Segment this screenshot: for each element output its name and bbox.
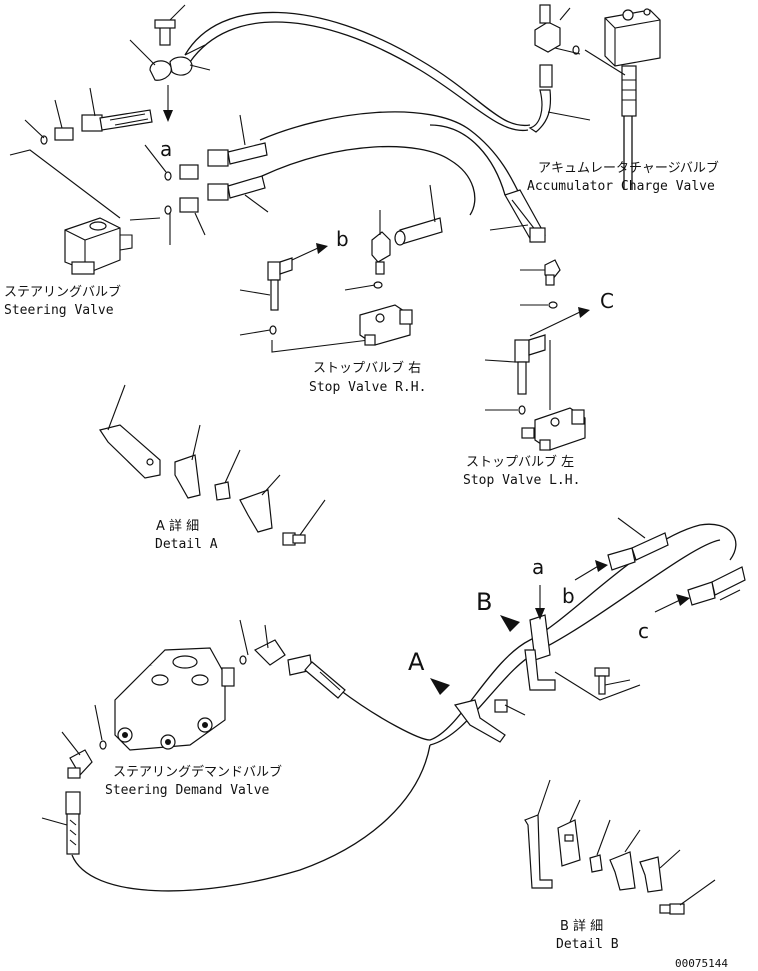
callout-b-top: b bbox=[336, 227, 349, 251]
callout-lower-fittings bbox=[164, 175, 269, 245]
callout-a-fittings bbox=[144, 114, 268, 181]
steering-valve-label-en: Steering Valve bbox=[4, 303, 114, 318]
accumulator-charge-valve bbox=[584, 8, 661, 190]
detail-b-bracket bbox=[524, 779, 553, 889]
detail-b-label-en: Detail B bbox=[556, 937, 619, 952]
demand-valve-label-jp: ステアリングデマンドバルブ bbox=[113, 764, 282, 780]
stop-valve-lh-label-en: Stop Valve L.H. bbox=[463, 473, 580, 488]
accumulator-label-jp: アキュムレータチャージバルブ bbox=[538, 160, 719, 176]
stop-valve-lh bbox=[521, 407, 586, 451]
detail-a-bracket bbox=[99, 384, 161, 479]
steering-supply-fittings bbox=[24, 87, 153, 145]
accumulator-hose bbox=[528, 64, 591, 133]
demand-valve-lower-elbow bbox=[61, 704, 107, 779]
hose-end-b bbox=[574, 517, 669, 581]
top-bolt-clamp bbox=[129, 4, 211, 122]
detail-b-label-jp: B 詳 細 bbox=[560, 918, 603, 934]
detail-a-clamp bbox=[174, 424, 326, 546]
callout-c-top: C bbox=[600, 289, 614, 313]
stop-valve-lh-label-jp: ストップバルブ 左 bbox=[466, 454, 574, 470]
figure-number: 00075144 bbox=[675, 957, 728, 970]
callout-c-bottom: c bbox=[638, 619, 649, 643]
callout-b-bottom: b bbox=[562, 584, 575, 608]
view-a-clamp bbox=[430, 678, 526, 743]
hose-end-c bbox=[654, 566, 746, 613]
demand-valve-label-en: Steering Demand Valve bbox=[105, 783, 270, 798]
demand-valve-elbow bbox=[239, 619, 286, 666]
stop-valve-lh-elbow bbox=[484, 334, 551, 415]
demand-valve-hose bbox=[41, 791, 81, 855]
detail-a-label-en: Detail A bbox=[155, 537, 218, 552]
detail-b-clamp bbox=[557, 799, 716, 915]
bolt-b bbox=[594, 667, 631, 695]
callout-a-top: a bbox=[160, 137, 172, 161]
stop-valve-rh-elbow bbox=[239, 257, 386, 353]
view-b-clamp bbox=[500, 585, 641, 701]
callout-arrows bbox=[291, 243, 590, 337]
accumulator-elbow-fitting bbox=[534, 4, 581, 55]
detail-a-label-jp: A 詳 細 bbox=[156, 518, 199, 534]
steering-valve bbox=[9, 149, 161, 275]
callout-a-bottom: a bbox=[532, 555, 544, 579]
demand-valve-hose-end bbox=[287, 654, 346, 699]
view-b-marker: B bbox=[476, 588, 492, 616]
steering-demand-valve bbox=[114, 647, 235, 751]
stop-valve-lh-parts bbox=[489, 189, 561, 309]
accumulator-label-en: Accumulator Charge Valve bbox=[527, 179, 715, 194]
stop-valve-rh-label-en: Stop Valve R.H. bbox=[309, 380, 426, 395]
stop-valve-rh-label-jp: ストップバルブ 右 bbox=[313, 360, 421, 376]
view-a-marker: A bbox=[408, 648, 425, 676]
steering-valve-label-jp: ステアリングバルブ bbox=[4, 284, 121, 300]
stop-valve-rh-fitting bbox=[371, 184, 443, 275]
stop-valve-rh bbox=[344, 281, 413, 346]
